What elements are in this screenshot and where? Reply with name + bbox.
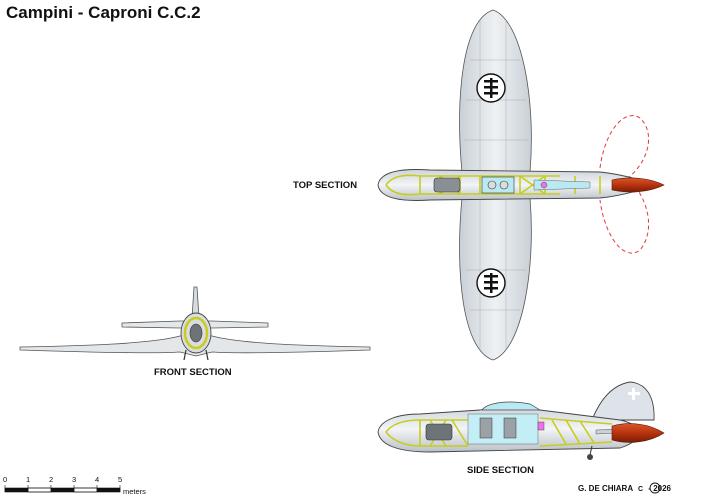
side-view-canopy (481, 401, 542, 411)
scale-tick-3: 3 (72, 475, 77, 484)
front-view-intake (189, 323, 203, 343)
top-combustion-chamber (533, 179, 591, 191)
wing-roundel-lower (476, 268, 506, 298)
side-view (377, 381, 665, 460)
side-view-exhaust-nozzle (611, 423, 665, 443)
side-view-cockpit-bay (467, 413, 539, 445)
scale-tick-1: 1 (26, 475, 31, 484)
side-view-label: SIDE SECTION (467, 465, 535, 476)
top-view (377, 9, 665, 361)
scale-unit-label: meters (123, 487, 146, 496)
credit-line: G. DE CHIARA C - 2026 (578, 484, 671, 493)
top-engine (433, 177, 461, 193)
side-view-fin (591, 381, 655, 421)
scale-tick-4: 4 (95, 475, 100, 484)
scale-tick-2: 2 (49, 475, 54, 484)
top-compressor (481, 176, 515, 194)
side-view-tailwheel (587, 454, 593, 460)
top-exhaust-nozzle (611, 177, 665, 193)
credit-separator: - (648, 484, 651, 493)
copyright-symbol-ring (649, 482, 661, 494)
front-view (19, 286, 371, 361)
front-view-label: FRONT SECTION (154, 367, 232, 378)
top-view-label: TOP SECTION (293, 180, 358, 191)
wing-roundel-upper (476, 73, 506, 103)
scale-bar (4, 485, 121, 493)
page-title: Campini - Caproni C.C.2 (6, 3, 201, 22)
scale-tick-0: 0 (3, 475, 8, 484)
side-view-engine (425, 423, 453, 441)
scale-tick-5: 5 (118, 475, 123, 484)
credit-author: G. DE CHIARA (578, 484, 633, 493)
credit-symbol: C (638, 486, 644, 493)
credit-year: 2026 (653, 484, 671, 493)
